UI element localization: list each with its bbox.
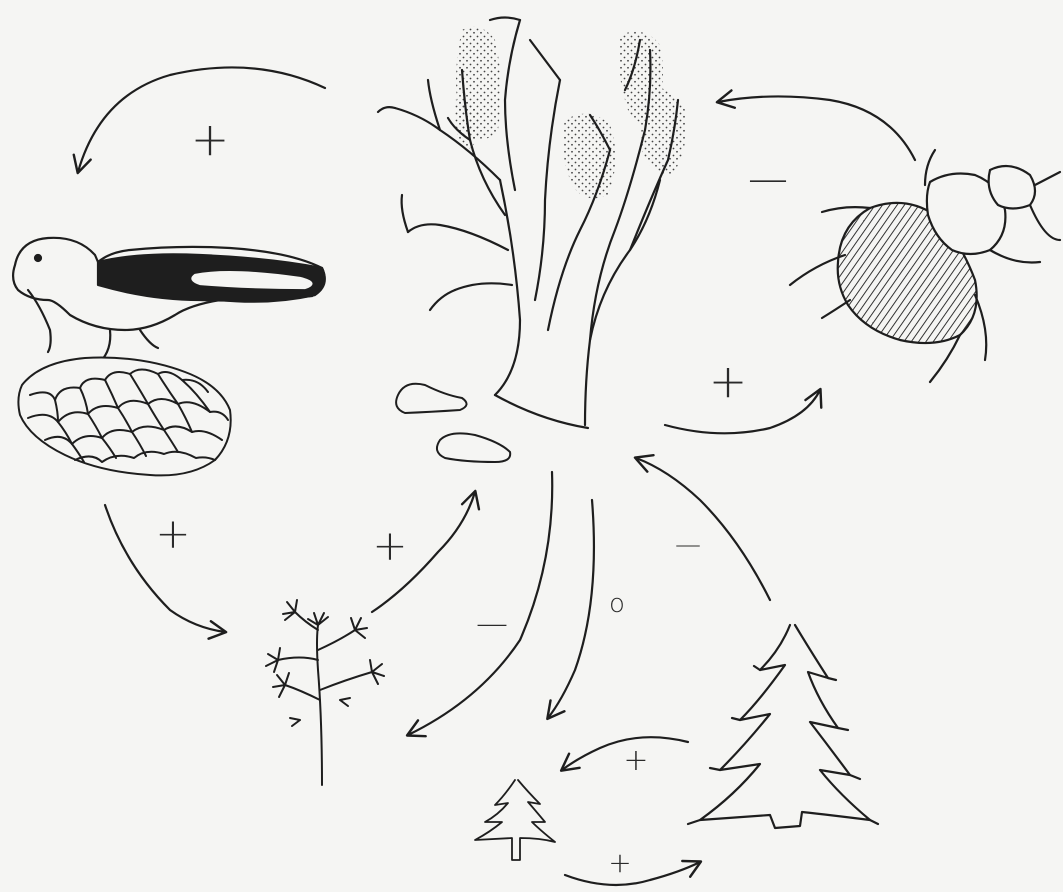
pine-cone-icon [18,358,230,476]
sign-spruce-to-tree: — [675,530,701,560]
sign-tree-to-bird: + [191,112,230,166]
old-pine-tree-icon [378,18,686,429]
arrow-spruce-to-tree [636,458,770,600]
sign-beetle-to-tree: — [748,156,788,202]
sign-tree-to-beetle: + [709,354,748,408]
soil-patches-icon [396,384,510,462]
sign-sapling-to-tree: + [372,521,407,570]
spruce-tree-icon [688,625,878,828]
interaction-arrows [78,67,915,885]
small-spruce-icon [475,780,555,860]
sign-tree-to-small-spruce: o [609,589,625,619]
pine-sapling-icon [266,600,384,785]
sign-spruce-to-small-spruce: + [623,743,648,778]
arrow-beetle-to-tree [718,96,915,160]
sign-small-spruce-to-spruce: + [608,846,631,879]
arrow-tree-to-small-spruce [548,500,594,718]
sign-tree-to-sapling: — [476,604,508,642]
nutcracker-bird-icon [13,238,325,362]
interaction-signs: + — + + + — o — + + [155,112,788,879]
sign-bird-to-sapling: + [155,509,190,558]
beetle-icon [790,150,1060,382]
arrow-small-spruce-to-spruce [565,862,700,885]
